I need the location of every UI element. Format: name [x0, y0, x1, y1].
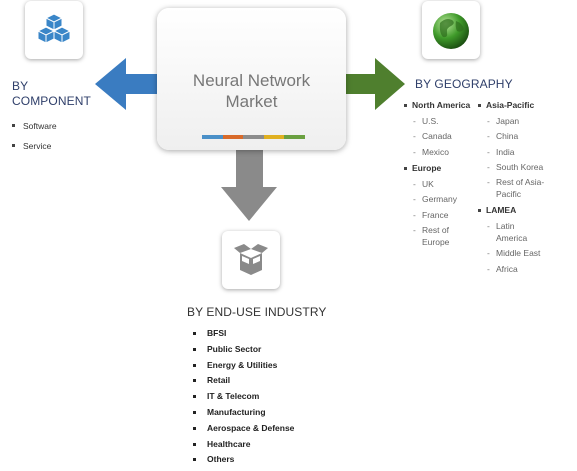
- list-item: Latin America: [478, 220, 540, 244]
- center-title-line2: Market: [225, 92, 278, 111]
- geo-group-europe: Europe UK Germany France Rest of Europe: [404, 162, 457, 248]
- list-item-line: Rest of: [422, 224, 449, 235]
- component-heading-line1: BY: [12, 79, 29, 93]
- list-item: U.S.: [404, 115, 470, 127]
- list-item: Service: [12, 138, 57, 154]
- market-center-card: Neural Network Market: [157, 8, 346, 150]
- geo-title: North America: [404, 99, 470, 112]
- geography-arrow: [346, 58, 405, 110]
- list-item: Healthcare: [193, 437, 294, 453]
- color-bar: [202, 135, 305, 139]
- industry-tile: [222, 231, 280, 289]
- list-item-line: Europe: [422, 236, 450, 247]
- globe-icon: [433, 13, 469, 49]
- list-item: Germany: [404, 193, 457, 205]
- list-item-line: Pacific: [496, 188, 522, 199]
- list-item: Aerospace & Defense: [193, 421, 294, 437]
- color-bar-segment: [222, 135, 244, 139]
- list-item: Middle East: [478, 247, 540, 259]
- list-item: South Korea: [478, 161, 544, 173]
- geography-tile: [422, 1, 480, 59]
- color-bar-segment: [263, 135, 285, 139]
- color-bar-segment: [284, 135, 305, 139]
- list-item: Mexico: [404, 146, 470, 158]
- list-item: China: [478, 130, 544, 142]
- geo-group-lamea: LAMEA Latin America Middle East Africa: [478, 204, 540, 275]
- list-item: France: [404, 209, 457, 221]
- color-bar-segment: [243, 135, 264, 139]
- list-item: India: [478, 146, 544, 158]
- list-item: Others: [193, 452, 294, 468]
- geo-group-asia-pacific: Asia-Pacific Japan China India South Kor…: [478, 99, 544, 200]
- list-item: BFSI: [193, 326, 294, 342]
- list-item: Energy & Utilities: [193, 358, 294, 374]
- geo-title: LAMEA: [478, 204, 540, 217]
- list-item-line: America: [496, 233, 528, 244]
- component-heading-line2: COMPONENT: [12, 94, 91, 108]
- component-tile: [25, 1, 83, 59]
- list-item-line: Rest of Asia-: [496, 176, 545, 187]
- list-item: Software: [12, 118, 57, 138]
- list-item: Rest of Europe: [404, 224, 457, 248]
- component-list: Software Service: [12, 118, 57, 154]
- center-title: Neural Network Market: [157, 70, 346, 112]
- list-item: UK: [404, 178, 457, 190]
- color-bar-segment: [202, 135, 223, 139]
- list-item: Retail: [193, 373, 294, 389]
- list-item: Public Sector: [193, 342, 294, 358]
- industry-list: BFSI Public Sector Energy & Utilities Re…: [193, 326, 294, 468]
- list-item: Japan: [478, 115, 544, 127]
- component-arrow: [95, 58, 157, 110]
- list-item: Canada: [404, 130, 470, 142]
- box-icon: [234, 244, 268, 275]
- list-item: Manufacturing: [193, 405, 294, 421]
- geo-title: Europe: [404, 162, 457, 175]
- center-title-line1: Neural Network: [192, 71, 311, 90]
- component-heading: BY COMPONENT: [12, 79, 91, 109]
- industry-arrow: [221, 150, 277, 221]
- list-item: Rest of Asia- Pacific: [478, 176, 544, 200]
- cubes-icon: [37, 13, 71, 44]
- geo-group-north-america: North America U.S. Canada Mexico: [404, 99, 470, 158]
- list-item-line: Latin: [496, 221, 515, 232]
- list-item: Africa: [478, 263, 540, 275]
- industry-heading: BY END-USE INDUSTRY: [187, 305, 327, 319]
- list-item: IT & Telecom: [193, 389, 294, 405]
- geo-title: Asia-Pacific: [478, 99, 544, 112]
- geography-heading: BY GEOGRAPHY: [415, 77, 513, 91]
